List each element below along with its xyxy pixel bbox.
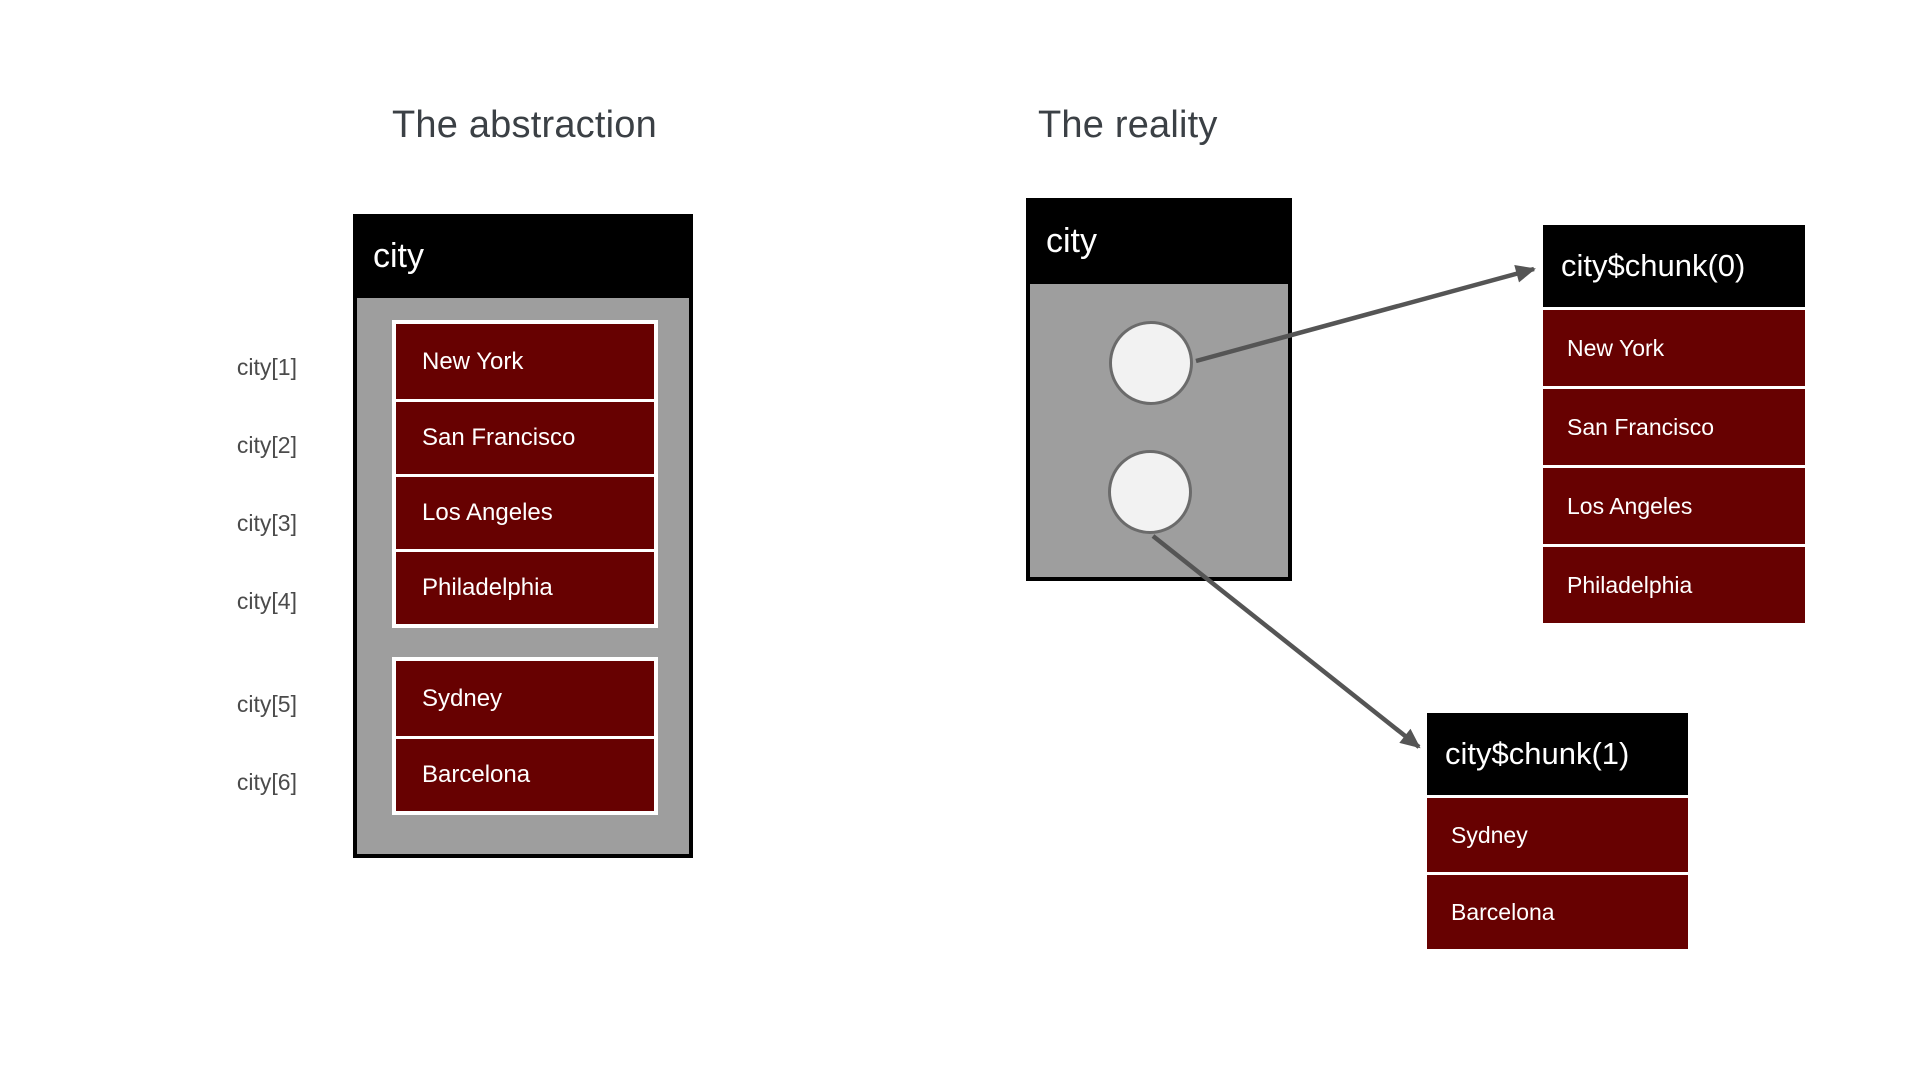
chunk0-table-header: city$chunk(0)	[1543, 225, 1805, 307]
vector-cell: Barcelona	[396, 736, 654, 811]
pointer-circle-chunk1	[1108, 450, 1192, 534]
index-label-3: city[3]	[236, 510, 297, 536]
chunk-cell: San Francisco	[1543, 389, 1805, 465]
chunk-cell: Barcelona	[1427, 875, 1688, 949]
chunk1-table-rows: Sydney Barcelona	[1427, 795, 1688, 949]
vector-cell: Los Angeles	[396, 474, 654, 549]
index-label-2: city[2]	[236, 432, 297, 458]
chunk-cell: Sydney	[1427, 798, 1688, 872]
vector-cell: Philadelphia	[396, 549, 654, 624]
reality-title: The reality	[1038, 104, 1218, 146]
vector-cell: Sydney	[396, 661, 654, 736]
abstraction-chunk-2-cells: Sydney Barcelona	[392, 657, 658, 815]
chunk-cell: Philadelphia	[1543, 547, 1805, 623]
chunk1-table-header: city$chunk(1)	[1427, 713, 1688, 795]
abstraction-chunk-1-cells: New York San Francisco Los Angeles Phila…	[392, 320, 658, 628]
chunk-cell: Los Angeles	[1543, 468, 1805, 544]
index-label-6: city[6]	[236, 769, 297, 795]
index-label-1: city[1]	[236, 354, 297, 380]
index-label-4: city[4]	[236, 588, 297, 614]
abstraction-title: The abstraction	[392, 104, 657, 146]
reality-vector-header: city	[1026, 198, 1292, 284]
vector-cell: San Francisco	[396, 399, 654, 474]
vector-cell: New York	[396, 324, 654, 399]
pointer-circle-chunk0	[1109, 321, 1193, 405]
index-label-5: city[5]	[236, 691, 297, 717]
chunk-cell: New York	[1543, 310, 1805, 386]
chunk0-table-rows: New York San Francisco Los Angeles Phila…	[1543, 307, 1805, 623]
abstraction-vector-header: city	[353, 214, 693, 298]
